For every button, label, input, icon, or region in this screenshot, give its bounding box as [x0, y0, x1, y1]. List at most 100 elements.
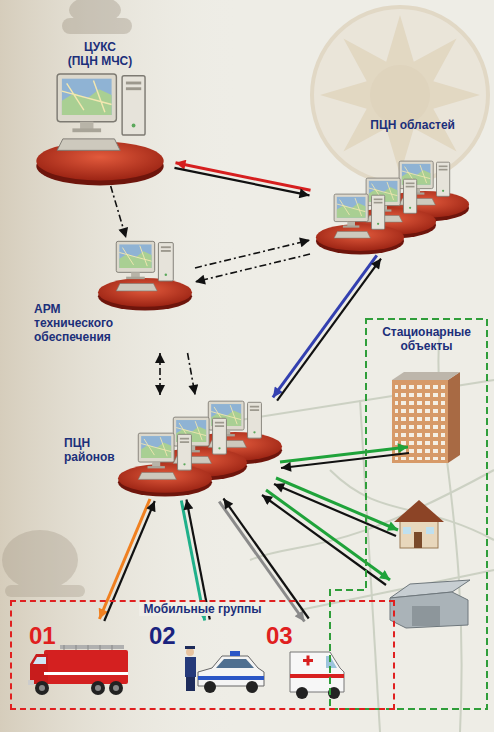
high-rise-building — [448, 372, 460, 463]
district-consoles: ПЦН районов — [60, 395, 275, 500]
high-rise-building — [392, 372, 460, 380]
regional-consoles: ПЦН областей — [310, 112, 460, 257]
fire-truck — [113, 685, 119, 691]
connector-line — [111, 186, 126, 238]
ambulance — [290, 652, 344, 692]
node-label: 03 — [266, 622, 302, 650]
police-car — [186, 648, 194, 656]
connector — [273, 255, 381, 400]
connector-line — [273, 255, 377, 397]
house — [394, 500, 444, 522]
link-arrow — [266, 490, 390, 580]
fire-truck — [30, 654, 48, 684]
house — [394, 500, 444, 548]
node-label: ЦУКС (ПЦН МЧС) — [68, 40, 133, 68]
fire-truck — [33, 657, 46, 664]
background — [0, 0, 240, 732]
connector — [174, 163, 310, 196]
fire-truck — [60, 645, 124, 649]
fire-truck — [28, 645, 128, 695]
computer-group — [116, 241, 173, 291]
connector-line — [195, 254, 310, 282]
link-arrow — [262, 495, 386, 585]
computer-group — [316, 224, 404, 255]
connector-line — [176, 163, 311, 191]
tech-support-workstation: АРМ технического обеспечения — [30, 238, 195, 353]
police-car — [204, 681, 216, 693]
link-arrow — [276, 478, 398, 530]
emblem-watermark — [312, 7, 488, 183]
emblem-watermark — [312, 7, 488, 183]
police-car — [230, 651, 240, 656]
computer-group — [36, 74, 469, 497]
control-center-console: ЦУКС (ПЦН МЧС) — [30, 36, 175, 186]
link-arrow — [281, 453, 409, 468]
ambulance — [296, 687, 308, 699]
link-arrow — [262, 447, 409, 585]
fire-truck — [109, 681, 123, 695]
ambulance-unit: 03 — [262, 620, 352, 704]
fire-truck — [35, 681, 49, 695]
faded-photo — [62, 18, 132, 34]
map-background — [250, 470, 494, 560]
connector — [111, 186, 126, 238]
emblem-watermark — [370, 65, 430, 125]
connector — [188, 353, 196, 395]
fire-truck — [39, 685, 45, 691]
faded-photo — [5, 585, 85, 597]
connector-line — [188, 353, 196, 395]
house — [400, 520, 438, 548]
zone-outline — [330, 319, 487, 709]
connector — [195, 254, 310, 282]
fire-truck — [95, 685, 101, 691]
connector — [195, 240, 310, 268]
fire-truck — [44, 672, 128, 675]
ambulance — [326, 656, 337, 668]
ambulance — [290, 652, 344, 699]
fire-brigade-unit: 01 — [25, 620, 135, 704]
police-car — [186, 677, 195, 691]
warehouse — [390, 592, 468, 628]
mobile-groups-zone: 01 02 03Мобильные группы — [10, 600, 395, 710]
zone-outline — [365, 318, 488, 710]
police-car — [198, 676, 264, 680]
stationary-objects-zone: Стационарные объекты — [365, 318, 488, 710]
computer-group — [57, 74, 145, 150]
faded-photo — [2, 530, 78, 590]
high-rise-building — [392, 380, 448, 463]
fire-truck — [28, 680, 34, 685]
computer-group — [98, 278, 192, 311]
warehouse — [412, 606, 440, 626]
computer-group — [334, 194, 385, 238]
ambulance — [290, 674, 344, 678]
computer-group — [118, 464, 212, 497]
police-car — [216, 659, 254, 668]
node-label: АРМ технического обеспечения — [34, 302, 126, 344]
house — [426, 527, 434, 534]
node-label: Стационарные объекты — [369, 325, 484, 353]
emblem-watermark — [320, 15, 480, 175]
police-car — [246, 681, 258, 693]
computer-group — [138, 433, 191, 479]
ambulance — [307, 656, 310, 666]
house — [403, 527, 411, 534]
fire-truck — [91, 681, 105, 695]
fire-truck — [44, 650, 128, 684]
node-label: 02 — [149, 622, 185, 650]
node-label: Мобильные группы — [139, 602, 265, 616]
police-car — [185, 646, 264, 693]
police-unit: 02 — [145, 620, 265, 704]
high-rise-building — [392, 372, 460, 463]
warehouse — [390, 580, 470, 628]
police-car — [185, 657, 196, 677]
police-car — [185, 646, 195, 649]
node-label: ПЦН областей — [335, 118, 455, 132]
node-label: ПЦН районов — [64, 436, 130, 464]
connector-line — [174, 168, 309, 196]
connector-line — [195, 240, 310, 268]
